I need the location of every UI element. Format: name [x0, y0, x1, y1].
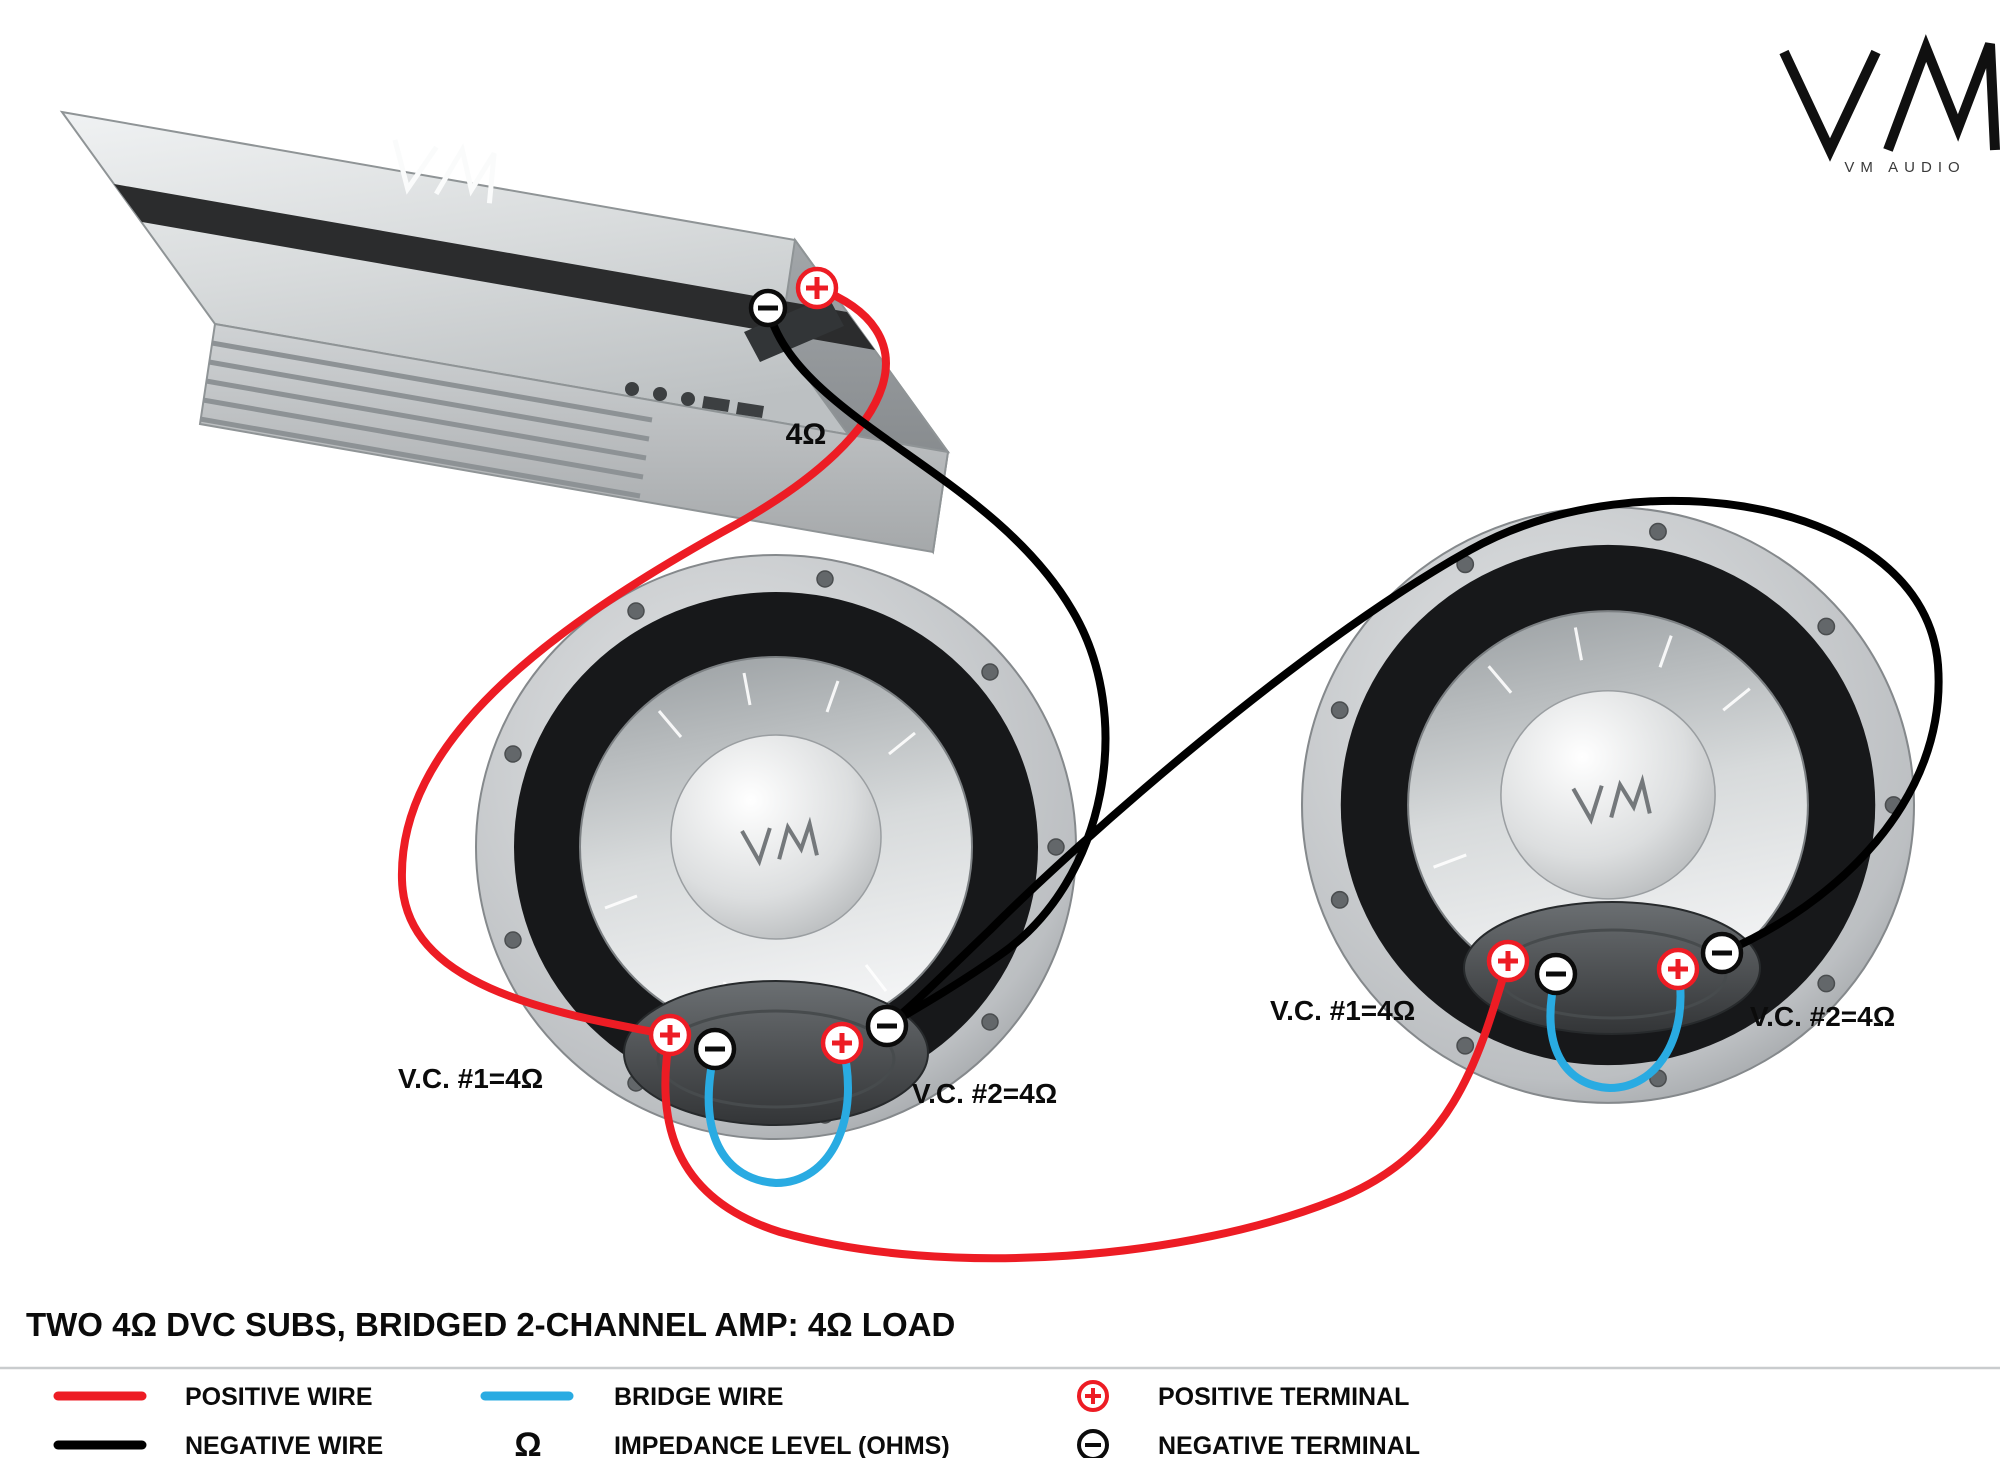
- legend-impedance-label: IMPEDANCE LEVEL (OHMS): [614, 1432, 950, 1458]
- legend-negative-wire-label: NEGATIVE WIRE: [185, 1432, 383, 1458]
- right-sub-vc1-positive-terminal: [1486, 939, 1530, 983]
- legend-bridge-wire-label: BRIDGE WIRE: [614, 1383, 783, 1411]
- right-sub-vc2-positive-terminal: [1656, 947, 1700, 991]
- bridge-wire-right-sub: [1546, 965, 1685, 1093]
- vm-audio-wordmark: VM AUDIO: [1844, 159, 1965, 176]
- right-sub-vc2-label: V.C. #2=4Ω: [1750, 1001, 1895, 1032]
- bridge-wire-left-sub: [704, 1039, 852, 1188]
- legend-positive-wire-label: POSITIVE WIRE: [185, 1383, 373, 1411]
- diagram-title: TWO 4Ω DVC SUBS, BRIDGED 2-CHANNEL AMP: …: [26, 1306, 955, 1343]
- legend-negative-terminal-label: NEGATIVE TERMINAL: [1158, 1432, 1420, 1458]
- negative-wire-amp-to-left-sub: [764, 304, 1110, 1030]
- vm-audio-logo: VM AUDIO: [1779, 34, 2000, 176]
- amp-negative-terminal: [748, 288, 788, 328]
- amp-impedance-label: 4Ω: [786, 418, 827, 451]
- right-sub-vc1-negative-terminal: [1534, 952, 1578, 996]
- left-sub-vc2-negative-terminal: [865, 1004, 909, 1048]
- amp-front-face: [198, 322, 950, 554]
- left-sub-vc2-label: V.C. #2=4Ω: [912, 1078, 1057, 1109]
- left-sub-vc1-negative-terminal: [693, 1027, 737, 1071]
- amp-vm-logo-icon: [392, 139, 497, 204]
- amp-positive-terminal: [795, 266, 839, 310]
- subwoofer-left: [474, 553, 1078, 1141]
- amp-heatsink-fins: [199, 340, 653, 499]
- positive-wire-amp-to-left-sub: [397, 284, 890, 1039]
- amp-connector-panel: [625, 382, 764, 418]
- negative-terminal-icon: [1077, 1429, 1109, 1458]
- vm-logo-icon: [1779, 34, 2000, 162]
- impedance-symbol: Ω: [514, 1426, 541, 1458]
- left-sub-vc1-label: V.C. #1=4Ω: [398, 1063, 543, 1094]
- legend-positive-terminal-label: POSITIVE TERMINAL: [1158, 1383, 1409, 1411]
- amp-terminal-block: [744, 296, 844, 362]
- positive-wire-left-sub-to-right-sub: [661, 957, 1512, 1263]
- negative-wire-right-sub-to-left-sub: [883, 496, 1943, 1030]
- amplifier: [59, 110, 951, 555]
- left-sub-vc1-positive-terminal: [648, 1013, 692, 1057]
- right-sub-vc1-label: V.C. #1=4Ω: [1270, 995, 1415, 1026]
- legend: POSITIVE WIRE BRIDGE WIRE POSITIVE TERMI…: [53, 1380, 1420, 1458]
- amp-stripe: [114, 184, 875, 350]
- left-sub-vc2-positive-terminal: [820, 1021, 864, 1065]
- right-sub-vc2-negative-terminal: [1700, 931, 1744, 975]
- positive-terminal-icon: [1077, 1380, 1109, 1412]
